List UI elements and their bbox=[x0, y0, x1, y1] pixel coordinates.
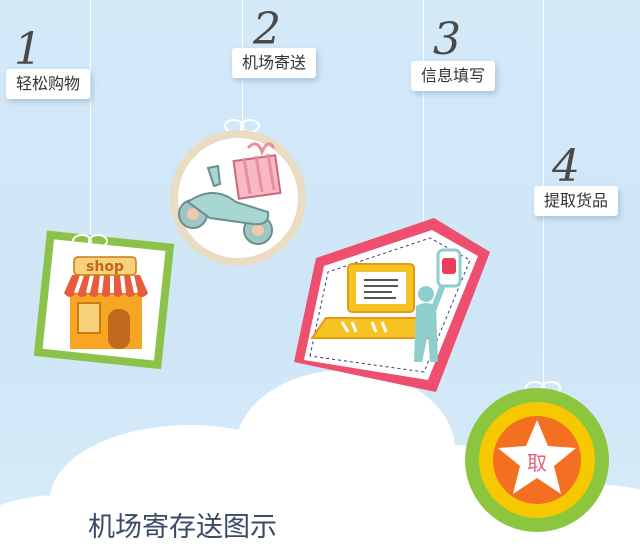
pickup-badge: 取 bbox=[465, 381, 609, 532]
laptop-icon bbox=[310, 263, 439, 339]
step-1-label: 轻松购物 bbox=[6, 69, 91, 99]
page-caption: 机场寄存送图示 bbox=[88, 512, 277, 543]
step-4-label: 提取货品 bbox=[534, 186, 619, 216]
string-3 bbox=[423, 0, 424, 232]
star-icon bbox=[498, 420, 576, 494]
step-1-number: 1 bbox=[14, 24, 42, 75]
person-phone-icon bbox=[414, 248, 462, 362]
pickup-badge-text: 取 bbox=[527, 451, 547, 475]
scooter-icon bbox=[178, 142, 282, 245]
step-4-number: 4 bbox=[552, 141, 580, 192]
shop-sign-text: shop bbox=[86, 259, 124, 275]
info-card bbox=[294, 218, 490, 392]
shop-icon: shop bbox=[64, 256, 148, 349]
step-3-label: 信息填写 bbox=[411, 61, 496, 91]
string-1 bbox=[90, 0, 91, 240]
step-2-number: 2 bbox=[253, 4, 281, 55]
shop-card: shop bbox=[33, 230, 175, 370]
knot-icon bbox=[72, 234, 108, 248]
scooter-stamp bbox=[170, 119, 306, 266]
step-2-label: 机场寄送 bbox=[232, 48, 317, 78]
step-3-number: 3 bbox=[433, 14, 461, 65]
